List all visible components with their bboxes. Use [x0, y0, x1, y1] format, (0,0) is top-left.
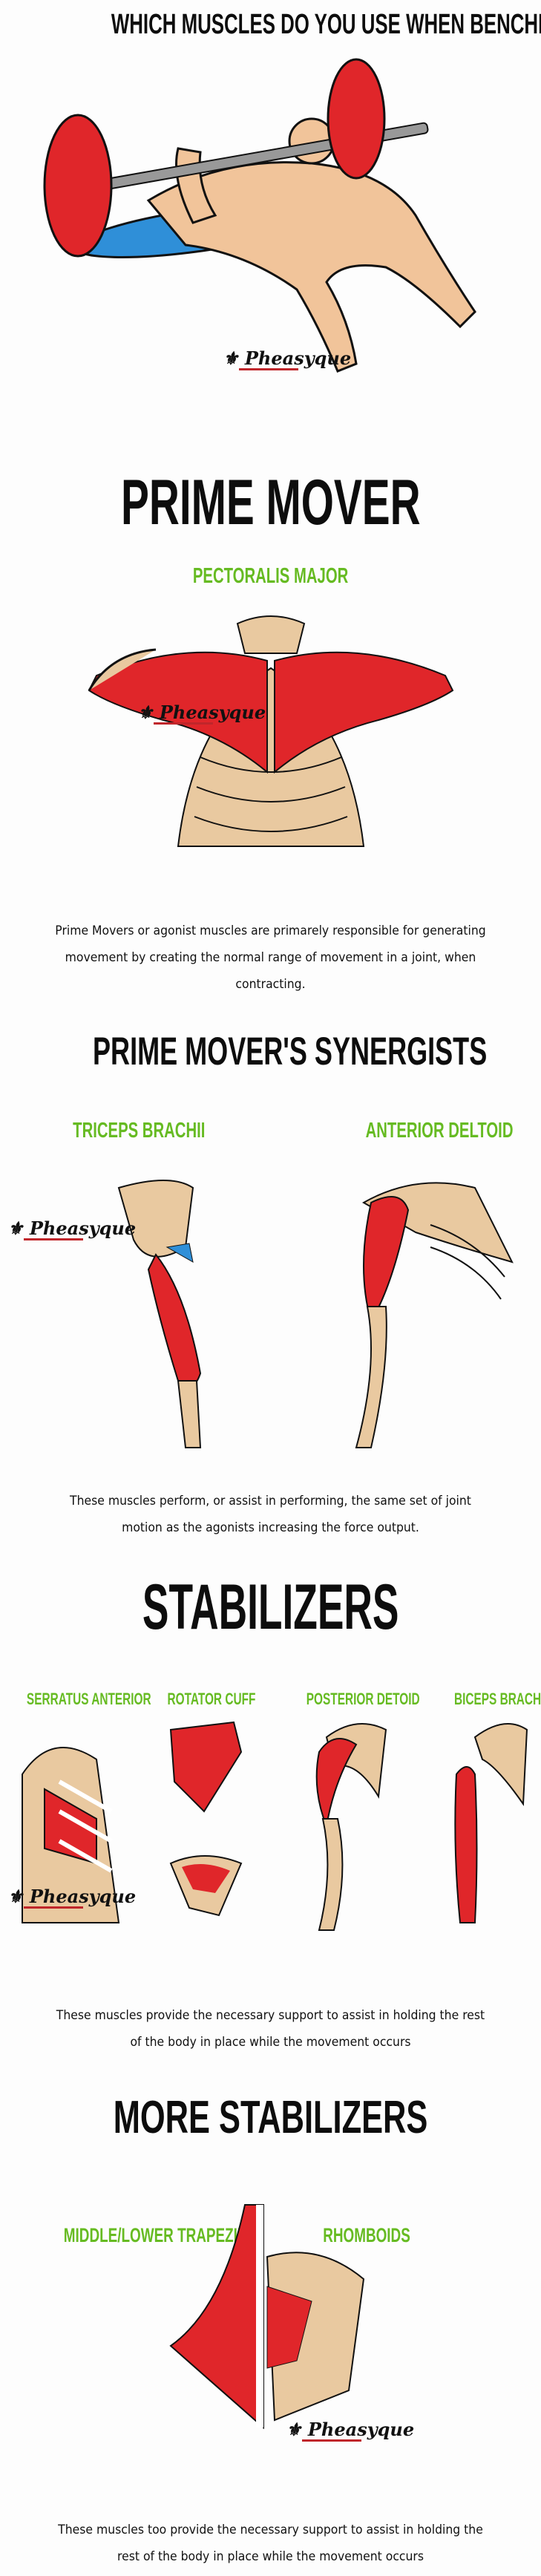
biceps-brachii-illustration — [454, 1723, 528, 1923]
label-text: RHOMBOIDS — [323, 2224, 410, 2246]
page-title-text: WHICH MUSCLES DO YOU USE WHEN BENCHING? — [111, 9, 541, 40]
heading-text: MORE STABILIZERS — [113, 2092, 428, 2143]
brand-logo-text: Pheasyque — [29, 1886, 137, 1907]
section-heading-prime-mover: PRIME MOVER — [0, 466, 541, 540]
anterior-deltoid-illustration — [355, 1182, 514, 1448]
serratus-anterior-illustration — [22, 1747, 120, 1923]
label-text: ROTATOR CUFF — [167, 1690, 256, 1708]
muscle-label-posterior-deltoid: POSTERIOR DETOID — [282, 1690, 420, 1709]
page-title: WHICH MUSCLES DO YOU USE WHEN BENCHING? — [0, 9, 541, 41]
label-text: PECTORALIS MAJOR — [192, 564, 349, 588]
label-text: POSTERIOR DETOID — [306, 1690, 420, 1708]
label-text: BICEPS BRACHII — [453, 1690, 541, 1708]
label-text: SERRATUS ANTERIOR — [26, 1690, 151, 1708]
muscle-label-anterior-deltoid: ANTERIOR DELTOID — [334, 1119, 516, 1143]
section-heading-more-stabilizers: MORE STABILIZERS — [0, 2091, 541, 2144]
rotator-cuff-illustration — [169, 1721, 243, 1917]
brand-logo-text: Pheasyque — [29, 1217, 137, 1239]
heading-text: PRIME MOVER — [120, 467, 421, 538]
brand-logo: ⚜ Pheasyque — [286, 2419, 415, 2442]
label-text: TRICEPS BRACHII — [73, 1119, 206, 1142]
label-text: ANTERIOR DELTOID — [365, 1119, 514, 1142]
muscle-label-rotator-cuff: ROTATOR CUFF — [148, 1690, 258, 1709]
more-stabilizers-description: These muscles too provide the necessary … — [58, 2523, 483, 2564]
bench-press-illustration — [43, 58, 476, 373]
heading-text: STABILIZERS — [142, 1572, 399, 1643]
muscle-label-middle-lower-trapezius: MIDDLE/LOWER TRAPEZIUS — [22, 2224, 257, 2247]
triceps-illustration — [117, 1180, 202, 1448]
muscle-label-biceps-brachii: BICEPS BRACHII — [434, 1690, 541, 1709]
posterior-deltoid-illustration — [315, 1723, 387, 1931]
trapezius-rhomboids-illustration — [169, 2204, 365, 2430]
stabilizers-description: These muscles provide the necessary supp… — [56, 2008, 485, 2050]
brand-logo: ⚜ Pheasyque — [137, 702, 266, 725]
brand-logo-text: Pheasyque — [159, 702, 266, 723]
synergists-description: These muscles perform, or assist in perf… — [70, 1494, 471, 1535]
brand-logo: ⚜ Pheasyque — [7, 1886, 137, 1909]
pectoralis-illustration — [88, 615, 454, 847]
brand-logo-text: Pheasyque — [244, 347, 352, 369]
muscle-label-triceps-brachii: TRICEPS BRACHII — [45, 1119, 223, 1143]
label-text: MIDDLE/LOWER TRAPEZIUS — [63, 2224, 258, 2246]
prime-mover-description: Prime Movers or agonist muscles are prim… — [55, 923, 486, 992]
muscle-label-serratus-anterior: SERRATUS ANTERIOR — [0, 1690, 151, 1709]
section-heading-stabilizers: STABILIZERS — [0, 1571, 541, 1644]
brand-logo: ⚜ Pheasyque — [7, 1217, 137, 1240]
heading-text: PRIME MOVER'S SYNERGISTS — [92, 1030, 488, 1073]
muscle-label-rhomboids: RHOMBOIDS — [304, 2224, 410, 2247]
muscle-label-pectoralis-major: PECTORALIS MAJOR — [0, 564, 541, 589]
brand-logo-text: Pheasyque — [307, 2419, 415, 2440]
section-heading-synergists: PRIME MOVER'S SYNERGISTS — [0, 1029, 541, 1074]
brand-logo: ⚜ Pheasyque — [223, 347, 352, 370]
